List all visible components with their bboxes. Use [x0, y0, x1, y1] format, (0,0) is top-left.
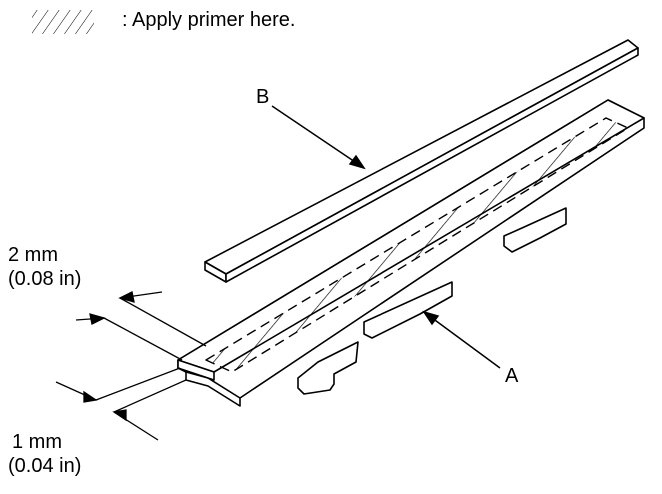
part-b-strip: [204, 39, 639, 283]
legend-text: : Apply primer here.: [122, 9, 296, 31]
callout-a-label: A: [505, 365, 519, 387]
dimension-2mm-imperial: (0.08 in): [8, 268, 82, 290]
callout-b-leader: [271, 105, 366, 170]
dimension-1mm: [55, 367, 187, 441]
hatch-swatch-icon: [32, 10, 94, 34]
part-a-molding: [177, 99, 645, 407]
dimension-1mm-imperial: (0.04 in): [8, 455, 82, 477]
callout-b-label: B: [256, 86, 270, 108]
dimension-2mm-metric: 2 mm: [8, 244, 58, 266]
dimension-2mm: [75, 291, 207, 361]
callout-a-leader: [422, 310, 501, 369]
dimension-1mm-metric: 1 mm: [12, 431, 62, 453]
